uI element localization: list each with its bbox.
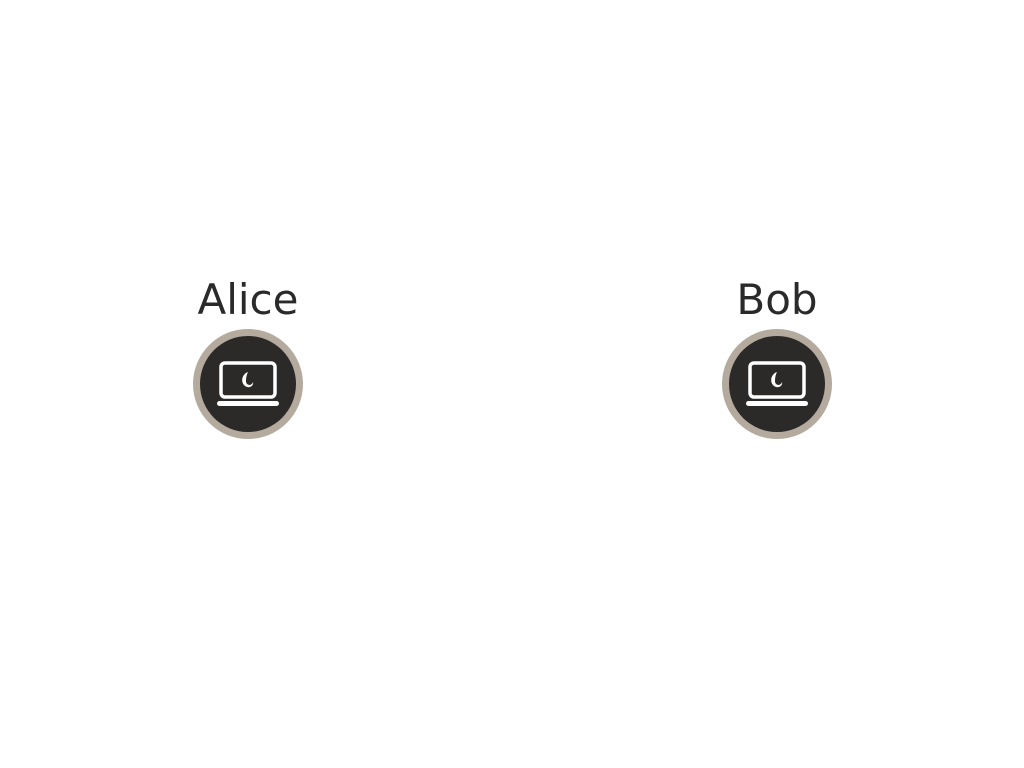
avatar-inner — [200, 336, 296, 432]
avatar-inner — [729, 336, 825, 432]
avatar-bob[interactable] — [722, 329, 832, 439]
avatar-alice[interactable] — [193, 329, 303, 439]
node-label-alice: Alice — [197, 275, 299, 324]
node-bob[interactable]: Bob — [707, 276, 847, 439]
node-alice[interactable]: Alice — [178, 276, 318, 439]
laptop-icon — [746, 361, 808, 406]
node-label-bob: Bob — [736, 275, 818, 324]
laptop-icon — [217, 361, 279, 406]
